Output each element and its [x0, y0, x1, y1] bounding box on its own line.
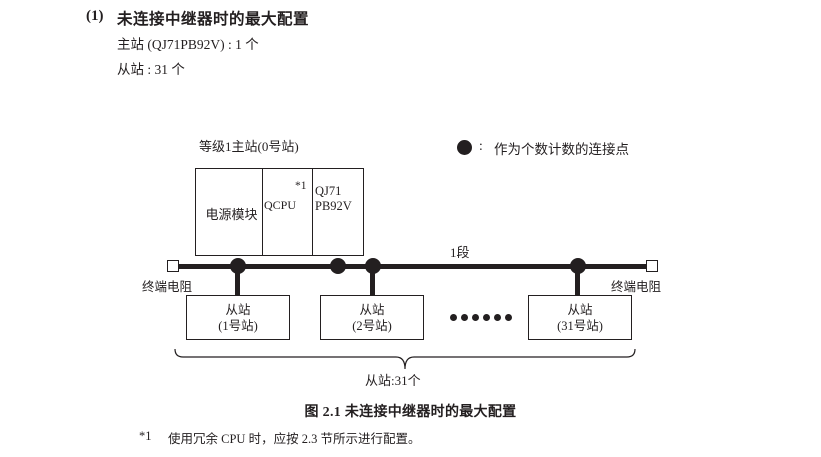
slave-station-number: (1号站)	[218, 318, 258, 333]
slave-1-drop-line	[235, 266, 240, 296]
filled-circle-icon	[457, 140, 472, 155]
segment-label: 1段	[450, 245, 470, 260]
ellipsis-dot-icon	[472, 314, 479, 321]
network-module-line2: PB92V	[315, 199, 352, 213]
slave-2-drop-line	[370, 266, 375, 296]
ellipsis-dots	[450, 314, 512, 321]
rack-divider-2	[312, 168, 313, 256]
terminator-left-icon	[167, 260, 179, 272]
footnote-text: 使用冗余 CPU 时，应按 2.3 节所示进行配置。	[168, 432, 421, 446]
network-module-line1: QJ71	[315, 184, 342, 198]
network-module-label: QJ71 PB92V	[315, 184, 352, 214]
ellipsis-dot-icon	[461, 314, 468, 321]
bus-trunk-line	[178, 264, 650, 269]
terminator-right-icon	[646, 260, 658, 272]
slave-group-label: 从站:31个	[365, 373, 421, 388]
terminator-right-label: 终端电阻	[611, 280, 662, 294]
ellipsis-dot-icon	[450, 314, 457, 321]
slave-station-box: 从站 (31号站)	[528, 295, 632, 340]
slave-station-box: 从站 (1号站)	[186, 295, 290, 340]
footnote-mark: *1	[139, 429, 152, 443]
slave-station-number: (31号站)	[557, 318, 603, 333]
ellipsis-dot-icon	[494, 314, 501, 321]
legend-separator: :	[479, 138, 483, 153]
legend-label: 作为个数计数的连接点	[494, 142, 629, 157]
master-station-caption: 等级1主站(0号站)	[199, 139, 299, 154]
connection-point-icon	[330, 258, 346, 274]
slave-name: 从站	[567, 302, 593, 317]
terminator-left-label: 终端电阻	[142, 280, 193, 294]
spec-slave-count: 从站 : 31 个	[117, 62, 185, 77]
slave-31-drop-line	[575, 266, 580, 296]
page-title: 未连接中继器时的最大配置	[117, 11, 310, 28]
qcpu-label: QCPU	[264, 198, 297, 212]
slave-station-box: 从站 (2号站)	[320, 295, 424, 340]
slave-name: 从站	[359, 302, 385, 317]
power-module-label: 电源模块	[205, 207, 258, 222]
spec-master-count: 主站 (QJ71PB92V) : 1 个	[117, 37, 259, 52]
rack-divider-1	[262, 168, 263, 256]
slave-station-number: (2号站)	[352, 318, 392, 333]
master-station-rack	[195, 168, 364, 256]
slave-name: 从站	[225, 302, 251, 317]
slave-group-brace	[174, 348, 636, 370]
ellipsis-dot-icon	[483, 314, 490, 321]
figure-caption: 图 2.1 未连接中继器时的最大配置	[304, 405, 517, 420]
ellipsis-dot-icon	[505, 314, 512, 321]
footnote-reference: *1	[295, 180, 307, 192]
heading-number: (1)	[86, 8, 104, 24]
